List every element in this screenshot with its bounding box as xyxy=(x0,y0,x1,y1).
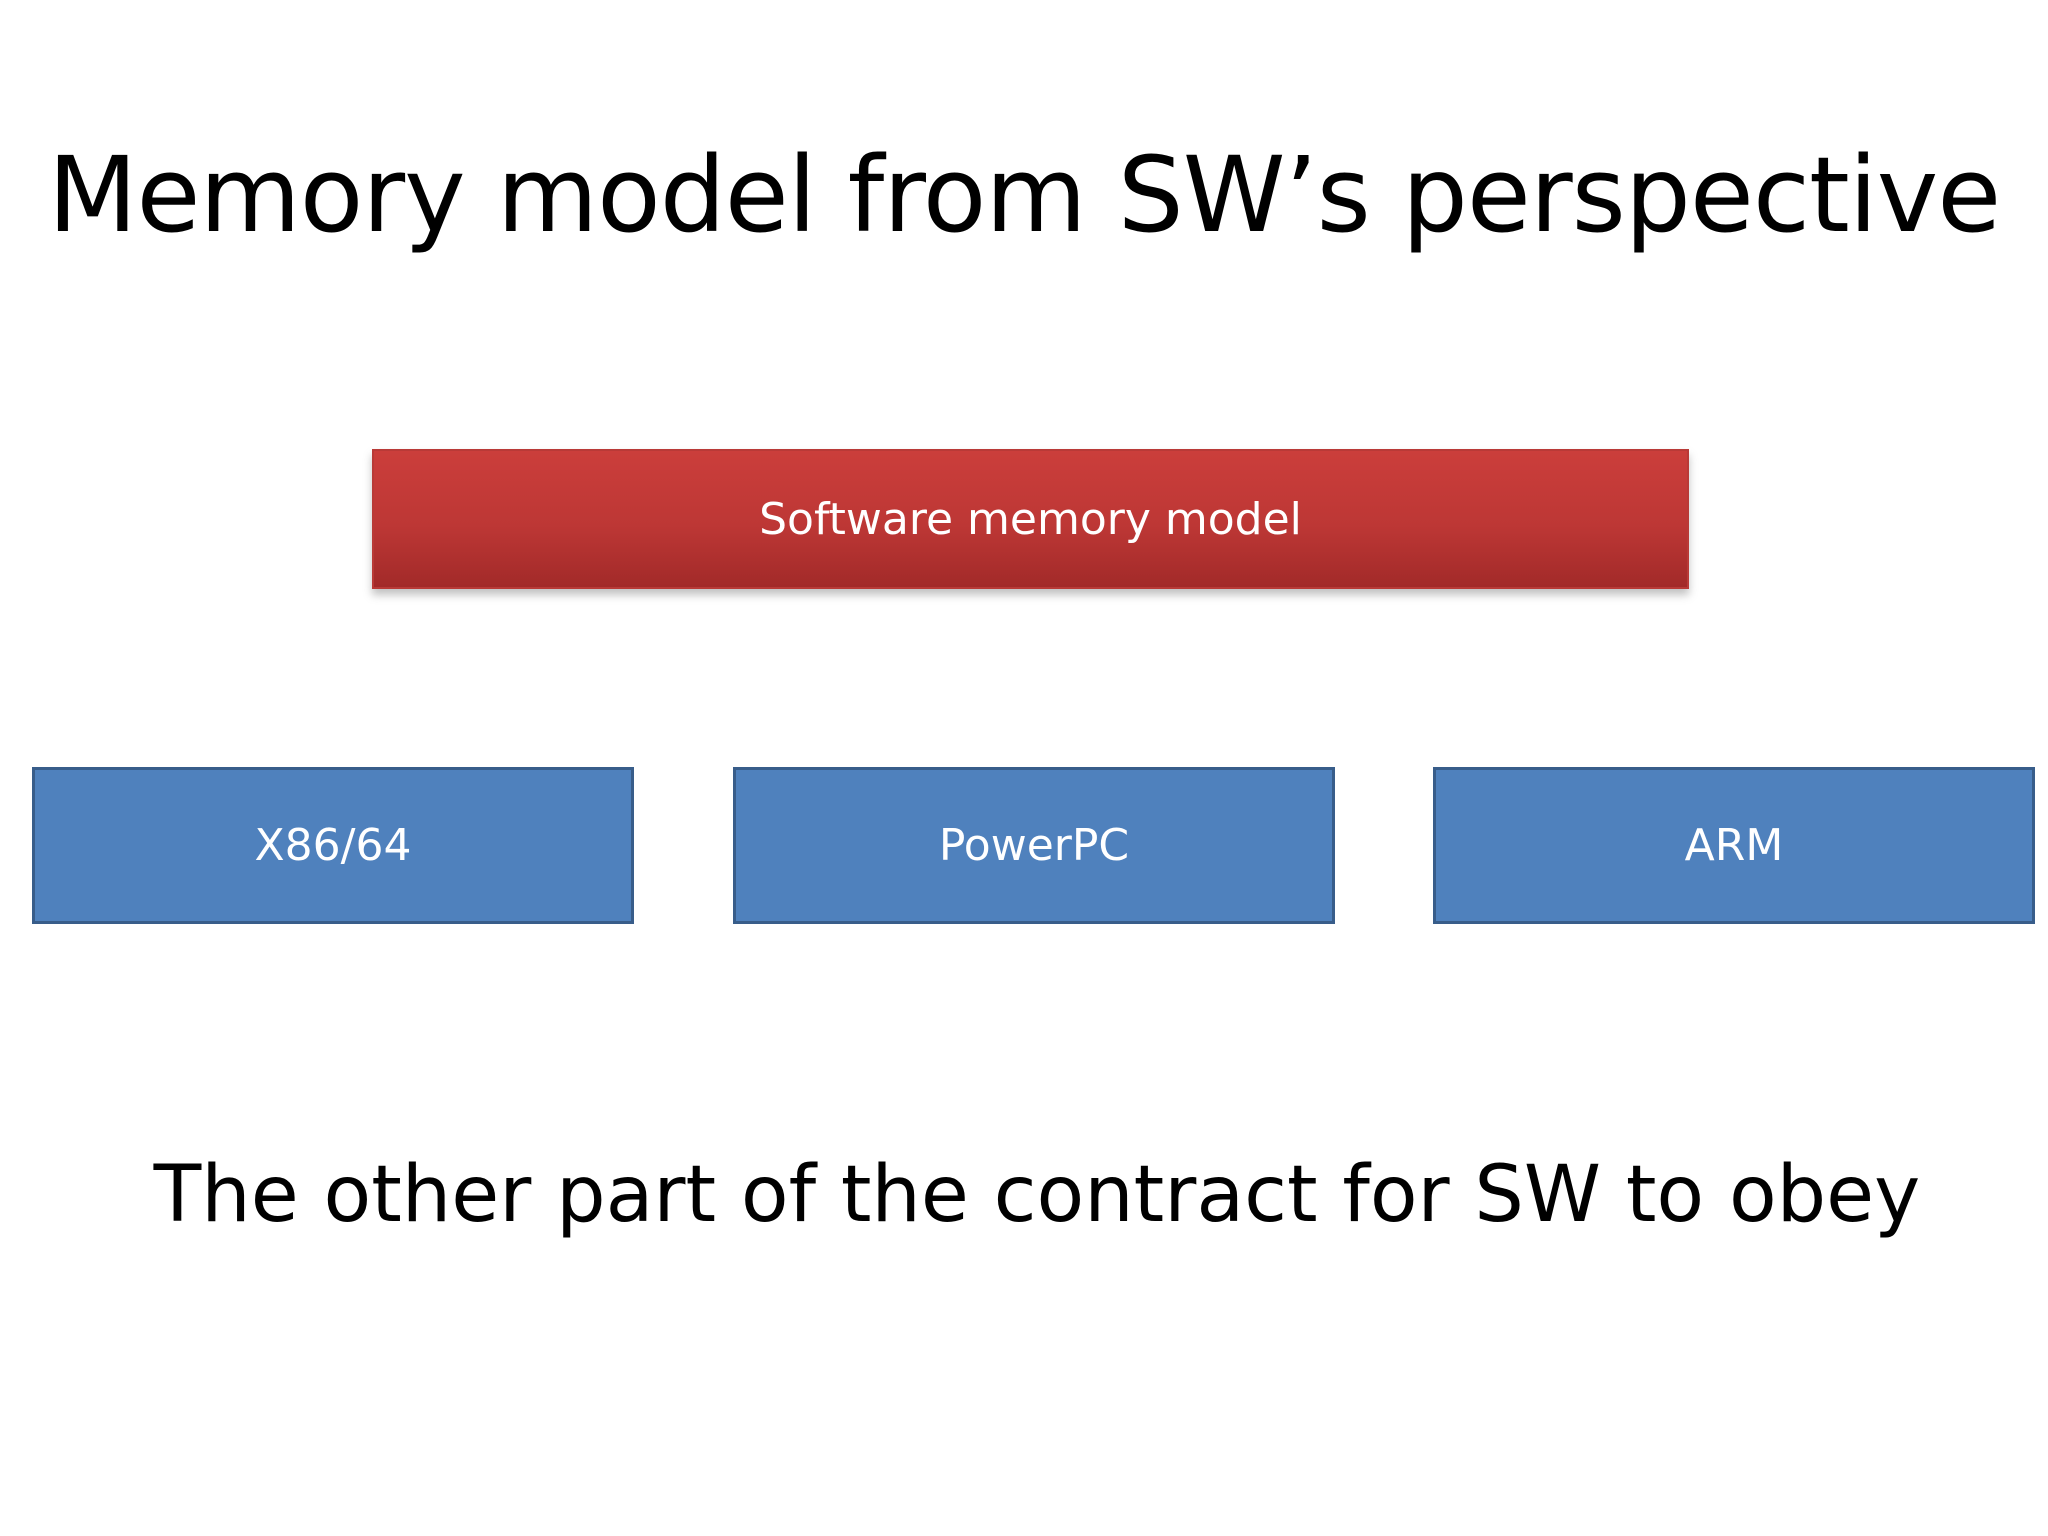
architecture-label-arm: ARM xyxy=(1684,820,1784,871)
slide-subtitle: The other part of the contract for SW to… xyxy=(153,1150,1921,1240)
slide-title: Memory model from SW’s perspective xyxy=(47,134,2001,256)
architecture-box-powerpc: PowerPC xyxy=(733,767,1335,924)
architecture-label-x86: X86/64 xyxy=(254,820,412,871)
architecture-box-arm: ARM xyxy=(1433,767,2035,924)
software-memory-model-label: Software memory model xyxy=(759,493,1302,545)
architecture-box-x86: X86/64 xyxy=(32,767,634,924)
architecture-label-powerpc: PowerPC xyxy=(938,820,1130,871)
software-memory-model-box: Software memory model xyxy=(372,449,1689,589)
